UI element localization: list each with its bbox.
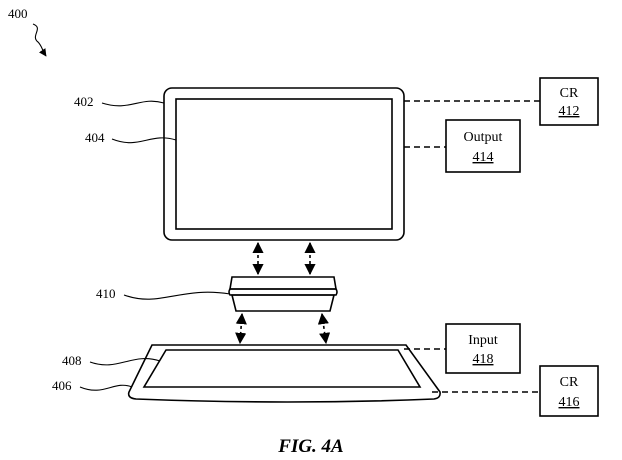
hub-tray-arrow-left <box>235 312 247 345</box>
ref-404-leader <box>111 137 177 144</box>
input-418-title: Input <box>468 333 498 348</box>
input-surface-408 <box>142 349 422 388</box>
ref-label-404: 404 <box>85 130 105 145</box>
ref-402-leader <box>101 100 165 107</box>
cr-412-title: CR <box>560 86 579 101</box>
ref-label-408: 408 <box>62 353 82 368</box>
cr-416-title: CR <box>560 375 579 390</box>
output-414-number: 414 <box>473 150 494 165</box>
monitor-frame <box>163 87 405 241</box>
cr-416-box <box>539 365 599 417</box>
output-414-box <box>445 119 521 173</box>
ref-label-400: 400 <box>8 6 28 21</box>
hub-device-410 <box>228 276 338 312</box>
ref-label-410: 410 <box>96 286 116 301</box>
input-418-number: 418 <box>473 352 494 367</box>
input-base-406 <box>127 344 441 403</box>
input-418-box <box>445 323 521 374</box>
output-414-title: Output <box>464 130 503 145</box>
cr-412-box <box>539 77 599 126</box>
ref-label-406: 406 <box>52 378 72 393</box>
ref-label-402: 402 <box>74 94 94 109</box>
ref-400-pointer <box>32 23 47 57</box>
cr-416-number: 416 <box>559 395 580 410</box>
monitor-screen <box>175 98 393 230</box>
ref-408-leader <box>89 358 161 366</box>
ref-410-leader <box>123 291 231 300</box>
hub-tray-arrow-right <box>317 312 331 345</box>
cr-412-number: 412 <box>559 104 580 119</box>
figure-caption: FIG. 4A <box>277 436 343 457</box>
ref-406-leader <box>79 384 133 391</box>
